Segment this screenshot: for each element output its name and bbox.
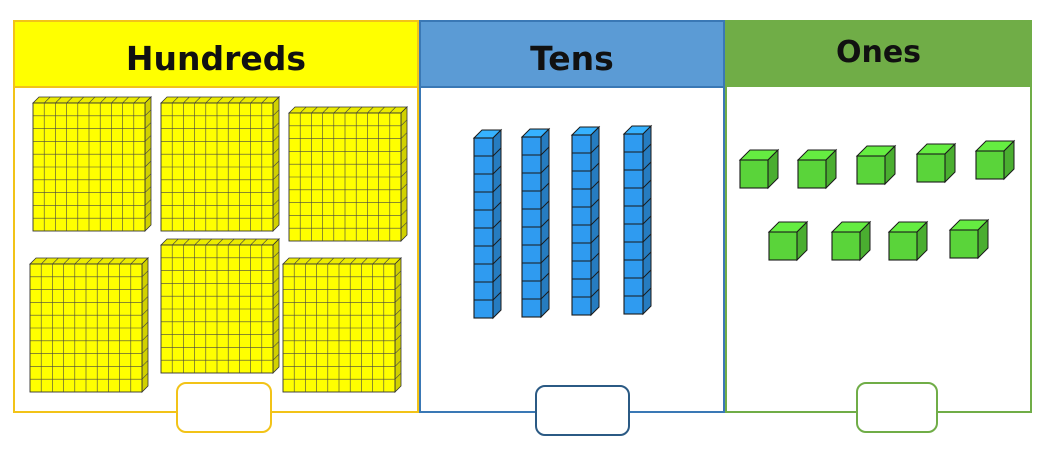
ten-rod: [520, 127, 551, 319]
one-cube: [915, 142, 957, 184]
one-cube: [887, 220, 929, 262]
ones-answer-box[interactable]: [856, 382, 938, 433]
hundred-flat: [29, 257, 149, 393]
hundreds-header: Hundreds: [15, 22, 417, 88]
one-cube: [948, 218, 990, 260]
hundred-flat: [282, 257, 402, 393]
one-cube: [738, 148, 780, 190]
ones-header: Ones: [727, 22, 1030, 87]
hundred-flat: [32, 96, 152, 232]
hundred-flat: [288, 106, 408, 242]
ones-cubes: [738, 139, 1016, 262]
hundreds-answer-box[interactable]: [176, 382, 272, 433]
one-cube: [974, 139, 1016, 181]
ones-title: Ones: [835, 35, 922, 70]
tens-rods: [472, 124, 653, 320]
ten-rod: [570, 125, 601, 317]
one-cube: [830, 220, 872, 262]
one-cube: [796, 148, 838, 190]
hundred-flat: [160, 238, 280, 374]
hundred-flat: [160, 96, 280, 232]
hundreds-blocks: [29, 96, 408, 393]
one-cube: [767, 220, 809, 262]
tens-answer-box[interactable]: [535, 385, 630, 436]
hundreds-title: Hundreds: [125, 38, 307, 78]
tens-title: Tens: [530, 38, 614, 78]
ones-column: Ones: [725, 20, 1032, 413]
tens-header: Tens: [421, 22, 723, 88]
ten-rod: [622, 124, 653, 316]
ten-rod: [472, 128, 503, 320]
one-cube: [855, 144, 897, 186]
